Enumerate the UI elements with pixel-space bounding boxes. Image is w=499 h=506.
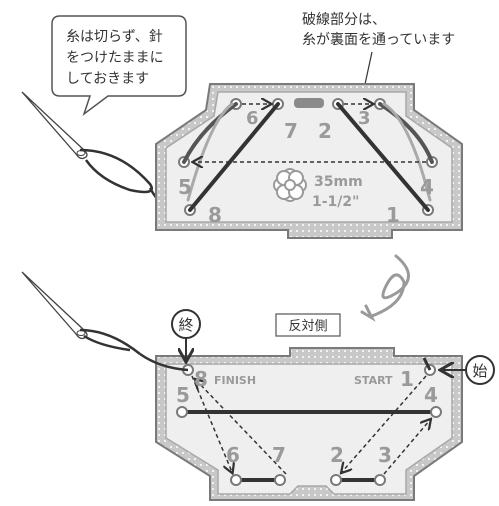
size-label-inch: 1-1/2": [312, 194, 359, 210]
front-number-2: 2: [318, 119, 332, 143]
front-number-1: 1: [386, 203, 400, 227]
needle-icon-top: [21, 91, 177, 212]
start-marker-text: 始: [472, 362, 487, 380]
dashed-line-note: 破線部分は、 糸が裏面を通っています: [302, 12, 455, 99]
front-threads: [182, 102, 434, 212]
flower-icon: [273, 168, 307, 202]
front-number-3: 3: [358, 108, 371, 129]
bubble-text-line3: しておきます: [66, 71, 149, 87]
front-number-6: 6: [246, 108, 259, 129]
front-number-4: 4: [420, 175, 434, 199]
back-number-8: 8: [194, 367, 208, 391]
hanging-slot: [294, 98, 324, 108]
front-number-5: 5: [178, 175, 192, 199]
back-number-3: 3: [378, 443, 392, 467]
note-text-line2: 糸が裏面を通っています: [302, 31, 455, 48]
size-label-mm: 35mm: [314, 174, 363, 190]
back-start-thread: [422, 357, 432, 371]
back-number-2: 2: [330, 443, 344, 467]
bubble-text-line1: 糸は切らず、針: [66, 29, 163, 45]
front-template: 35mm 1-1/2" 1 2 3 4 5 6 7 8: [155, 83, 463, 239]
note-text-line1: 破線部分は、: [302, 12, 386, 28]
front-number-7: 7: [284, 119, 298, 143]
back-number-6: 6: [226, 443, 240, 467]
back-start-label: START: [354, 374, 393, 387]
back-finish-thread: [139, 352, 189, 372]
end-marker: 終: [171, 309, 201, 360]
flip-arrow-icon: [360, 254, 410, 322]
needle-icon-bottom: [21, 271, 141, 355]
back-side-label: 反対側: [275, 313, 341, 337]
instruction-bubble: 糸は切らず、針 をつけたままに しておきます: [51, 15, 187, 117]
back-number-5: 5: [176, 383, 190, 407]
back-number-7: 7: [272, 443, 286, 467]
back-dashed-threads: [191, 375, 430, 474]
back-number-4: 4: [424, 383, 438, 407]
front-dashed-threads: [194, 104, 426, 162]
back-template: 8 FINISH START 1 5 4 6 7 2 3: [139, 347, 463, 501]
start-marker: 始: [442, 355, 495, 385]
front-number-8: 8: [208, 203, 222, 227]
back-finish-label: FINISH: [214, 374, 256, 387]
back-side-label-text: 反対側: [288, 319, 327, 334]
bubble-text-line2: をつけたままに: [66, 50, 164, 66]
back-number-1: 1: [400, 367, 414, 391]
end-marker-text: 終: [178, 316, 193, 334]
